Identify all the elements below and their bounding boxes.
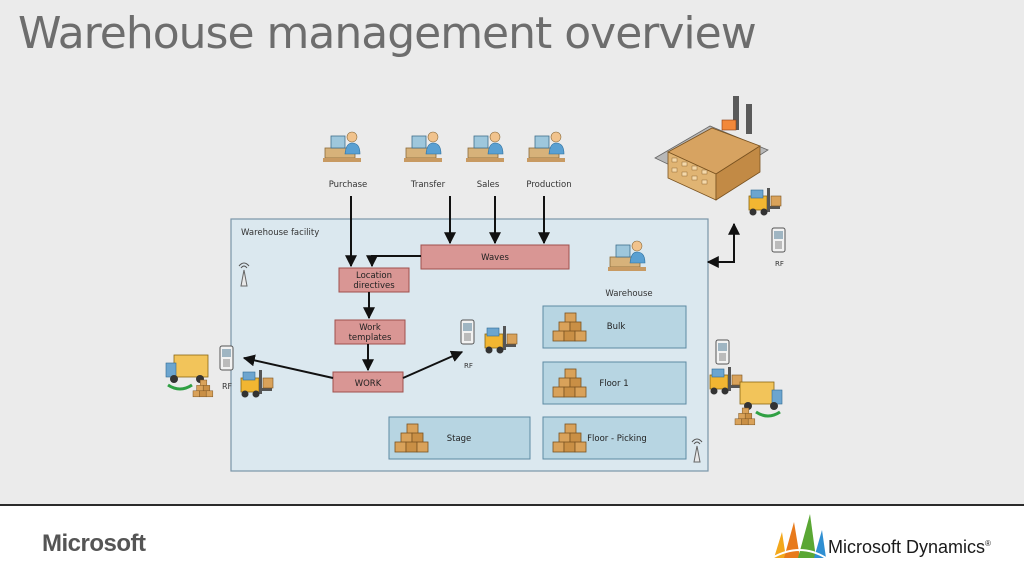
rf-right-phone-icon [771,227,786,253]
microsoft-logo: Microsoft [42,530,146,557]
dynamics-wordmark: Microsoft Dynamics® [828,537,991,558]
location-directives-line1: Location [356,271,392,281]
zone-bulk-label: Bulk [607,322,626,332]
rf-right-forklift-icon [748,187,782,216]
purchase-person-icon [322,131,362,163]
work-templates-line1: Work [359,323,381,333]
location-directives-box [338,267,410,293]
rf-left-boxes-icon [192,379,214,398]
footer-divider [0,504,1024,506]
rf-left-phone-icon [219,345,234,371]
zone-floor-picking-label: Floor - Picking [587,434,647,444]
rf-center-label: RF [464,362,473,370]
slide-title: Warehouse management overview [18,8,757,59]
arrow-factory-to-warehouse [706,222,740,268]
work-box [332,371,404,393]
source-production: Production [526,180,571,190]
transfer-person-icon [403,131,443,163]
arrow-work-to-center-rf [402,350,464,379]
rf-center-phone-icon [460,319,475,345]
work-templates-line2: templates [349,333,392,343]
arrow-work-to-left-rf [242,354,334,379]
footer [0,506,1024,576]
warehouse-diagram: Purchase Transfer Sales Production Wareh… [164,96,786,472]
work-label: WORK [355,379,382,389]
factory-icon [654,96,769,201]
zone-stage-label: Stage [447,434,472,444]
dynamics-registered-mark: ® [985,539,991,548]
source-sales: Sales [477,180,500,190]
inbound-boxes-icon [734,407,756,426]
work-templates-box [334,319,406,345]
dynamics-name: Microsoft Dynamics [828,537,986,557]
waves-box [420,244,570,270]
rf-right-label: RF [775,260,784,268]
zone-floor1-label: Floor 1 [599,379,628,389]
warehouse-label: Warehouse [605,289,652,299]
source-transfer: Transfer [410,180,446,190]
inbound-phone-icon [715,339,730,365]
arrow-waves-to-location [366,255,421,268]
inbound-forklift-icon [709,366,743,395]
sales-person-icon [465,131,505,163]
dynamics-logo-icon [771,514,827,559]
waves-label: Waves [481,253,509,263]
flow-arrows [242,196,740,379]
rf-left-label: RF [222,382,233,391]
warehouse-facility-label: Warehouse facility [241,228,319,238]
production-person-icon [526,131,566,163]
location-directives-line2: directives [353,281,395,291]
source-purchase: Purchase [329,180,368,190]
